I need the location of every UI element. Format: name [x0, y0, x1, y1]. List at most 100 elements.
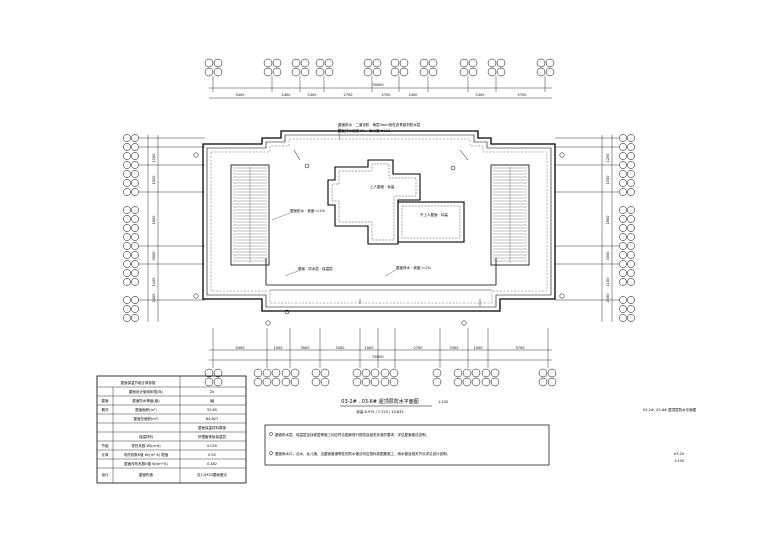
- table-row-4-value: 84.627: [206, 417, 218, 421]
- table-row-4-label: 屋面总面积(m²): [133, 416, 159, 421]
- top-segment-dimensions: 5400 2400 2400 2700 2700 2400 2400 5700: [236, 93, 527, 97]
- left-dim-4: 3000: [152, 252, 156, 261]
- top-dim-seg-3: 2400: [308, 93, 317, 97]
- bottom-dim-seg-2: 1000: [274, 346, 283, 350]
- top-dim-seg-8: 5700: [518, 93, 527, 97]
- note-2-bullet-icon: [269, 451, 273, 455]
- plan-scale: 1:100: [438, 400, 448, 404]
- right-dim-6: 2400: [606, 294, 610, 303]
- plan-title: 03-2# , 03-6# 屋顶层防水平面图: [341, 398, 418, 405]
- bottom-dimension-lines: [209, 328, 552, 368]
- left-dim-6: 2400: [152, 294, 156, 303]
- right-dim-2: 1500: [606, 176, 610, 185]
- table-row-8-group: 计算: [102, 452, 109, 457]
- top-overall-dimension: 30000: [372, 83, 383, 87]
- table-row-10-group: 设计: [102, 472, 109, 477]
- bottom-dim-seg-8: 1000: [474, 346, 483, 350]
- plan-note-left: 屋面防水 · 坡度 i=2%: [290, 208, 326, 213]
- plan-note-mid: 屋面 · 防水层 · 保温层: [298, 266, 333, 271]
- table-row-2-value: Ⅰ级: [210, 398, 215, 403]
- grid-bubble-top-4: [315, 58, 334, 77]
- bottom-dim-seg-6: 2700: [414, 346, 423, 350]
- table-row-10-value: 见11J930屋面做法: [197, 472, 227, 477]
- notes-box: 屋面防水层、保温层及找坡层等施工均应符合国家现行规范及相关标准的要求，详见屋面做…: [264, 424, 550, 466]
- table-header: 屋面保温节能计算参数: [121, 380, 156, 385]
- side-scale: 1:100: [674, 459, 684, 463]
- table-row-10-label: 屋面构造: [139, 472, 153, 477]
- top-grid-bubbles: [204, 58, 555, 92]
- grid-bubble-top-9: [487, 58, 506, 77]
- right-skylight-hatch: [490, 164, 530, 266]
- table-row-6-label: 保温材料: [139, 434, 153, 439]
- grid-bubble-top-7: [419, 58, 438, 77]
- left-dimension-lines: [139, 135, 205, 322]
- grid-bubble-top-1: [204, 58, 223, 77]
- bottom-dim-seg-4: 3300: [336, 346, 345, 350]
- right-dim-4: 3000: [606, 252, 610, 261]
- left-skylight-hatch: [230, 164, 270, 266]
- core-label-1: 上人屋面 · 标高: [370, 184, 395, 189]
- leader-lines: [271, 126, 397, 277]
- table-row-1-value: 20: [210, 390, 214, 394]
- table-row-3-label: 屋面面积(m²): [135, 407, 157, 412]
- table-row-8-label: 传热系数K值 W/(m²·K) 限值: [124, 452, 169, 457]
- parameter-table: 屋面保温节能计算参数 屋面设计使用年限(年) 20 屋面 屋面防水等级(级) Ⅰ…: [96, 375, 247, 484]
- table-row-3-value: 52.65: [207, 408, 217, 412]
- note-1: 屋面防水层、保温层及找坡层等施工均应符合国家现行规范及相关标准的要求，详见屋面做…: [275, 432, 429, 437]
- top-dimension-lines: [209, 87, 552, 99]
- bottom-grid-bubbles: [204, 368, 557, 387]
- grid-bubble-top-6: [390, 58, 409, 77]
- right-dim-1: 1200: [606, 154, 610, 163]
- table-row-5-value: 屋面保温材料厚度: [198, 425, 226, 430]
- grid-bubble-top-2: [263, 58, 282, 77]
- top-dim-seg-2: 2400: [282, 93, 291, 97]
- table-row-2-label: 屋面防水等级(级): [132, 398, 160, 403]
- right-dim-5: 1100: [606, 278, 610, 287]
- table-row-7-label: 导热系数 W/(m·K): [131, 443, 161, 448]
- table-row-2-group: 屋面: [102, 398, 109, 403]
- top-dim-seg-4: 2700: [344, 93, 353, 97]
- side-code: 03-20: [674, 452, 684, 456]
- top-dim-seg-5: 2700: [382, 93, 391, 97]
- right-grid-bubbles: [619, 134, 635, 322]
- table-row-7-value: 0.030: [207, 444, 217, 448]
- roof-drain-marks: [193, 149, 565, 326]
- top-dim-seg-6: 2400: [409, 93, 418, 97]
- bottom-dim-seg-3: 3000: [301, 346, 310, 350]
- table-row-7-group: 节能: [102, 443, 109, 448]
- right-dim-3: 1600: [606, 216, 610, 225]
- bottom-overall-dimension: 30000: [372, 355, 383, 359]
- left-dim-2: 1500: [152, 176, 156, 185]
- building-outline: [202, 130, 556, 312]
- left-grid-bubbles: [123, 134, 139, 322]
- table-row-6-value: 挤塑聚苯板保温层: [198, 434, 226, 439]
- left-dimension-values: 1200 1500 1600 3000 1100 2400: [152, 154, 156, 303]
- bottom-dim-seg-7: 3300: [450, 346, 459, 350]
- grid-bubble-top-3: [291, 58, 310, 77]
- table-row-9-label: 屋面传热系数K值 W/(m²·K): [124, 461, 168, 466]
- top-dim-seg-7: 2400: [476, 93, 485, 97]
- left-dim-1: 1200: [152, 154, 156, 163]
- central-raised-roof: [327, 159, 465, 245]
- note-2: 屋面雨水口、泛水、女儿墙、出屋面管道等处的防水做法均应按标准图集施工，雨水管及相…: [275, 451, 450, 456]
- table-row-8-value: 0.50: [208, 453, 216, 457]
- right-dimension-lines: [555, 135, 619, 322]
- plan-note-right: 屋面排水 · 坡度 i=2%: [396, 265, 432, 270]
- grid-bubble-top-5: [363, 58, 382, 77]
- table-row-3-group: 概况: [102, 407, 109, 412]
- bottom-dim-seg-1: 5400: [236, 346, 245, 350]
- left-dim-3: 1600: [152, 216, 156, 225]
- table-row-9-value: 0.482: [207, 462, 217, 466]
- bottom-segment-dimensions: 5400 1000 3000 3300 1000 2700 3300 1000 …: [236, 346, 525, 350]
- core-label-2: 不上人屋面 · 标高: [420, 212, 448, 217]
- grid-bubble-top-8: [459, 58, 478, 77]
- bottom-dim-seg-5: 1000: [365, 346, 374, 350]
- right-dimension-values: 1200 1500 1600 3000 1100 2400: [606, 154, 610, 303]
- top-dim-seg-1: 5400: [236, 93, 245, 97]
- bottom-dim-seg-9: 5700: [516, 346, 525, 350]
- table-row-1-label: 屋面设计使用年限(年): [129, 389, 164, 394]
- plan-elevation-note: 标高 8.975 / 7.725 / 10.835: [356, 409, 403, 414]
- side-note: 03-2#, 03-6# 屋顶层防水平面图: [643, 407, 697, 412]
- plan-note-top-2: 屋面排水坡度 2% · 雨水管 Φ110: [338, 128, 390, 133]
